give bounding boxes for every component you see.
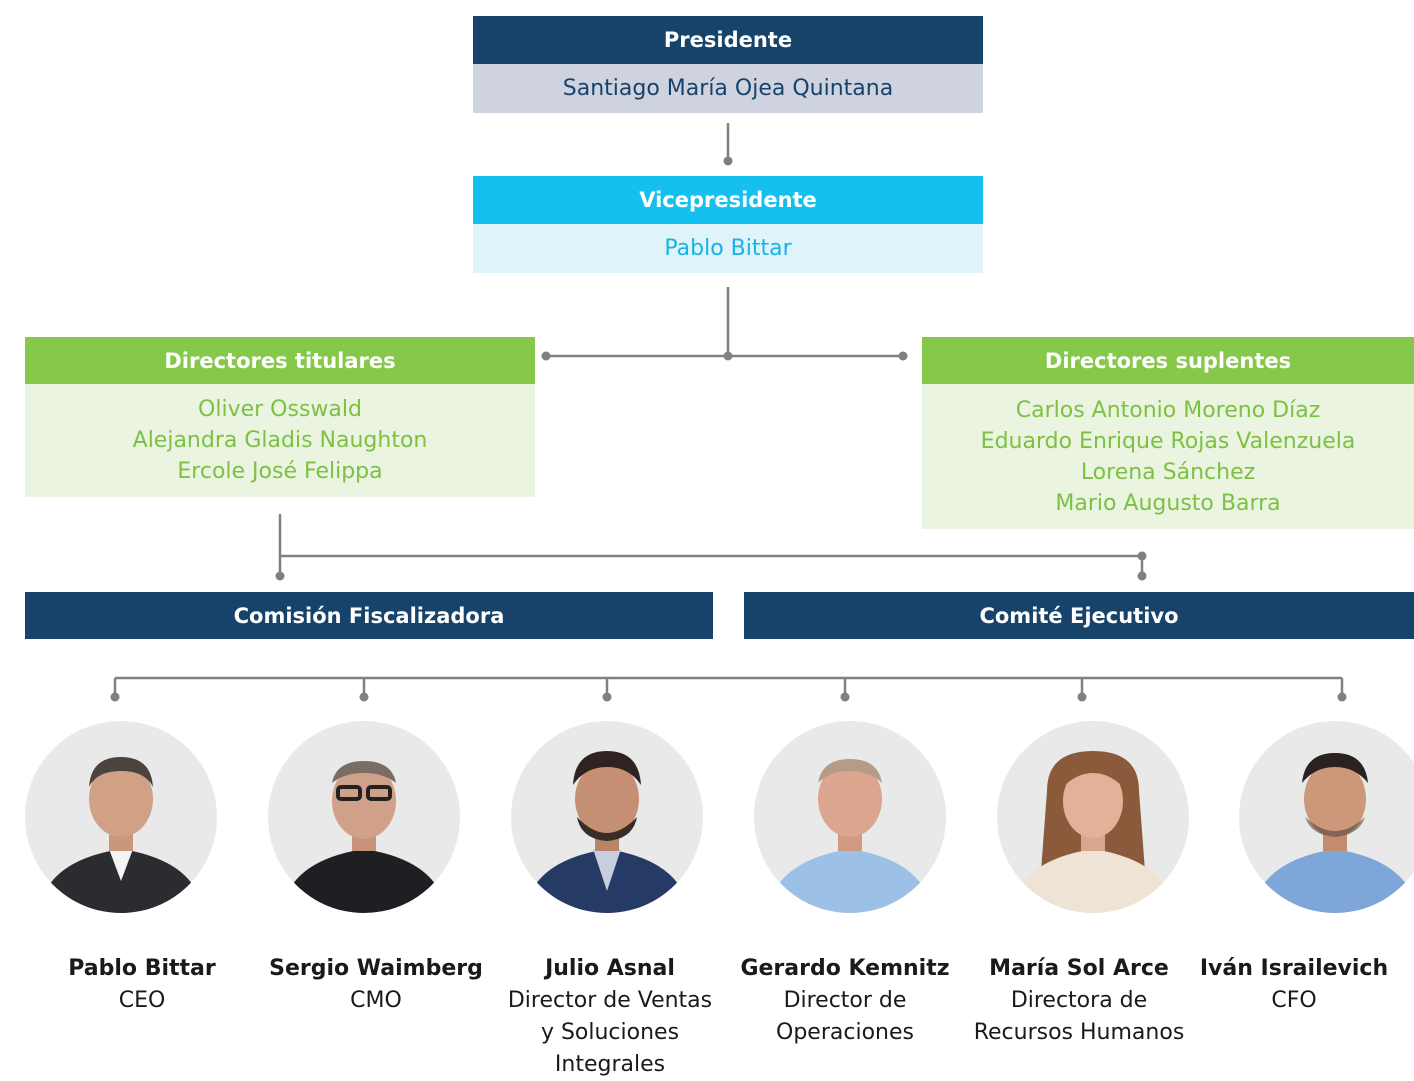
directores-titulares-title: Directores titulares [25,337,535,384]
person-photo-icon [25,721,217,913]
presidente-name: Santiago María Ojea Quintana [473,64,983,113]
person-caption: Julio Asnal Director de Ventas y Solucio… [490,953,730,1081]
person-name: María Sol Arce [989,956,1169,981]
directores-suplentes-box: Directores suplentes Carlos Antonio More… [922,337,1414,529]
person-caption: Iván Israilevich CFO [1174,953,1414,1017]
person-name: Gerardo Kemnitz [740,956,950,981]
presidente-box: Presidente Santiago María Ojea Quintana [473,16,983,113]
director-titular-name: Oliver Osswald [198,397,362,422]
director-suplente-name: Mario Augusto Barra [1055,490,1281,516]
person-role: Director de Ventas [507,988,713,1013]
person-photo-icon [511,721,703,913]
person-role: CEO [118,988,166,1013]
person-role: y Soluciones [540,1020,680,1045]
vicepresidente-box: Vicepresidente Pablo Bittar [473,176,983,273]
person-caption: Gerardo Kemnitz Director de Operaciones [725,953,965,1049]
person-caption: Pablo Bittar CEO [22,953,262,1017]
presidente-title: Presidente [473,16,983,64]
person-photo-icon [268,721,460,913]
person-name: Julio Asnal [545,956,675,981]
director-suplente-name: Carlos Antonio Moreno Díaz [1015,397,1321,423]
person-photo-icon [754,721,946,913]
person-role: CFO [1271,988,1317,1013]
person-role: Operaciones [776,1020,914,1045]
director-titular-name: Alejandra Gladis Naughton [132,428,428,453]
person-name: Iván Israilevich [1199,956,1389,981]
person-role: Directora de [1010,988,1148,1013]
person-caption: Sergio Waimberg CMO [256,953,496,1017]
directores-titulares-box: Directores titulares Oliver Osswald Alej… [25,337,535,497]
person-name: Pablo Bittar [68,956,216,981]
director-suplente-name: Lorena Sánchez [1080,459,1256,485]
person-caption: María Sol Arce Directora de Recursos Hum… [959,953,1199,1049]
person-role: Director de [783,988,907,1013]
directores-suplentes-list: Carlos Antonio Moreno Díaz Eduardo Enriq… [922,384,1414,529]
director-titular-name: Ercole José Felippa [177,459,383,484]
person-role: CMO [350,988,402,1013]
person-photo-icon [1239,721,1414,913]
vicepresidente-title: Vicepresidente [473,176,983,224]
comite-ejecutivo-bar: Comité Ejecutivo [744,592,1414,639]
person-photo-icon [997,721,1189,913]
directores-suplentes-title: Directores suplentes [922,337,1414,384]
person-role: Recursos Humanos [973,1020,1185,1045]
person-role: Integrales [554,1052,666,1077]
person-name: Sergio Waimberg [269,956,483,981]
director-suplente-name: Eduardo Enrique Rojas Valenzuela [980,428,1356,454]
directores-titulares-list: Oliver Osswald Alejandra Gladis Naughton… [25,384,535,497]
comision-fiscalizadora-bar: Comisión Fiscalizadora [25,592,713,639]
vicepresidente-name: Pablo Bittar [473,224,983,273]
